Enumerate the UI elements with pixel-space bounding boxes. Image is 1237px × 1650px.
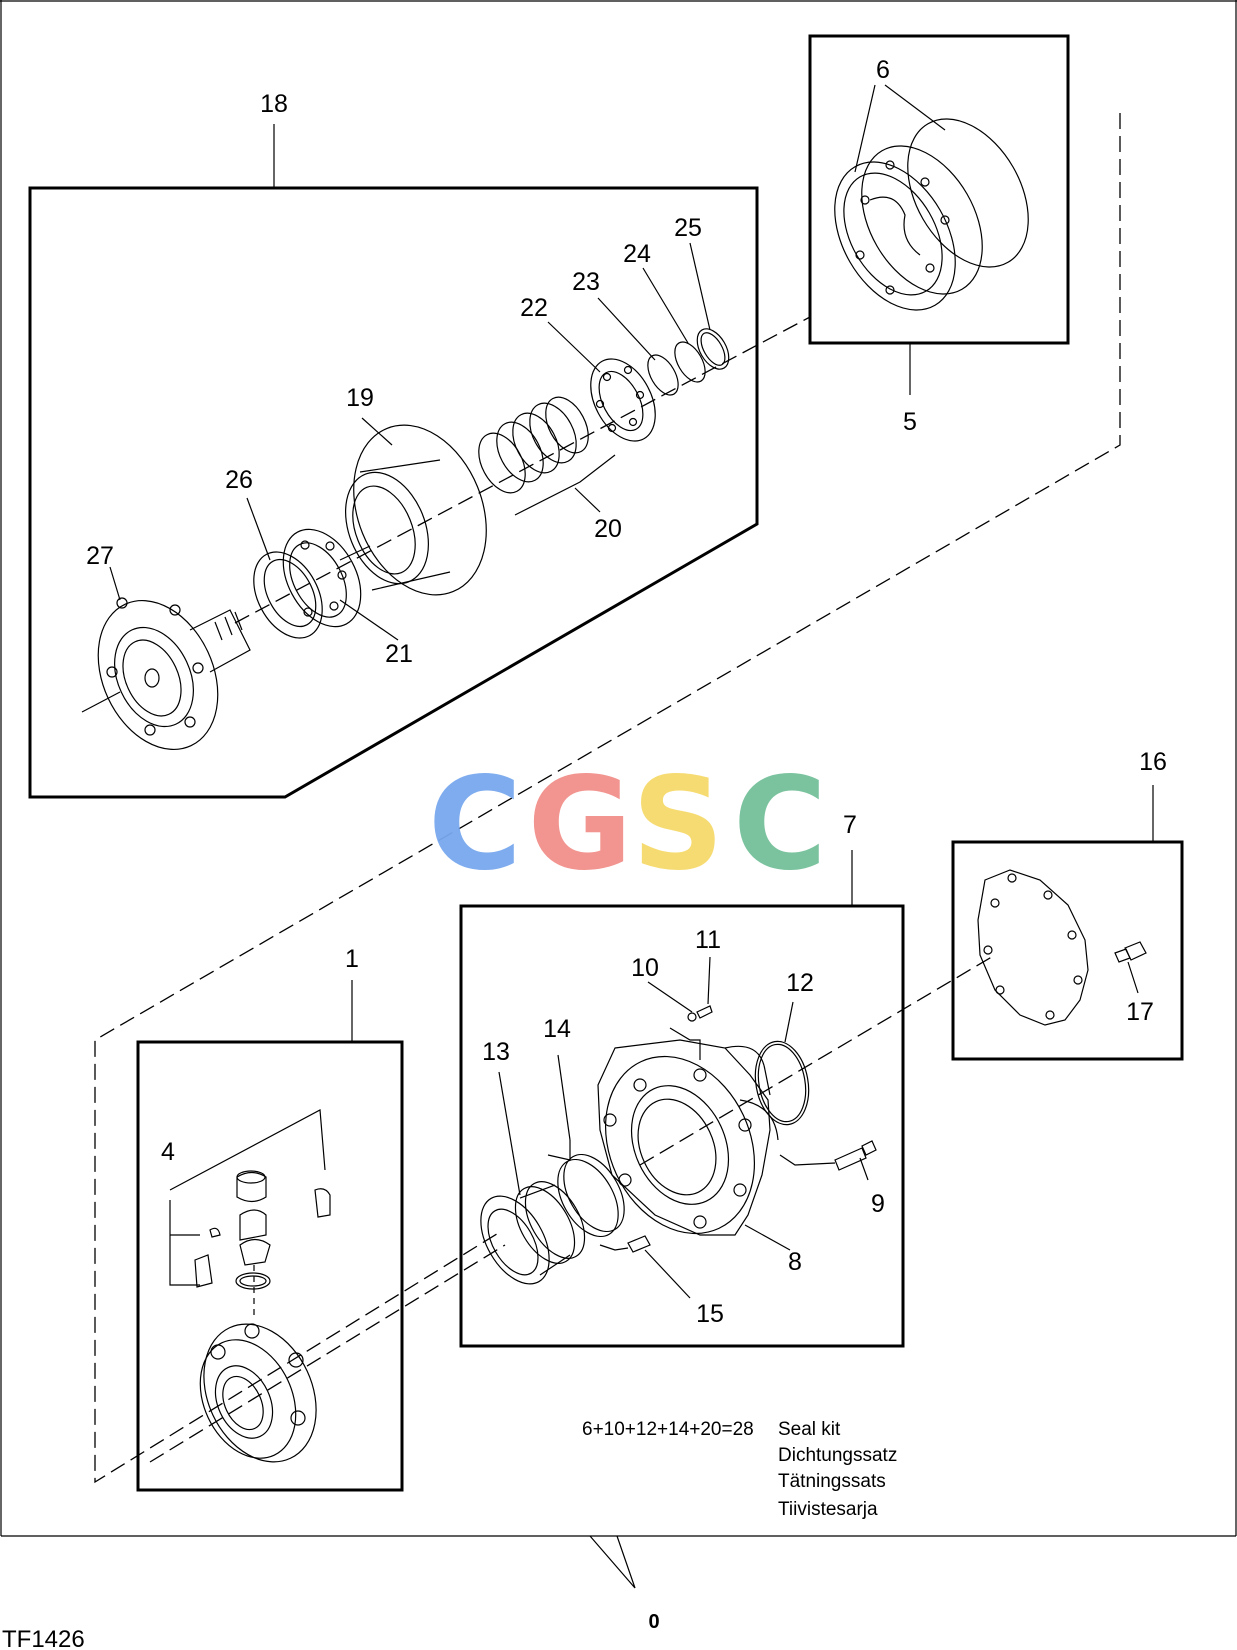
part-22-bearing bbox=[590, 358, 656, 442]
leaders-group-7 bbox=[498, 956, 869, 1299]
part-14-seal bbox=[547, 1140, 625, 1238]
callout-21: 21 bbox=[385, 640, 413, 668]
part-27-flange-shaft bbox=[81, 597, 251, 751]
callout-25: 25 bbox=[674, 214, 702, 242]
callout-10: 10 bbox=[631, 954, 659, 982]
part-23-24-25-rings bbox=[647, 328, 730, 396]
callout-labels: 1 4 5 6 7 8 9 10 11 12 13 14 15 16 17 18… bbox=[86, 56, 1167, 1328]
callout-18: 18 bbox=[260, 90, 288, 118]
callout-22: 22 bbox=[520, 294, 548, 322]
callout-17: 17 bbox=[1126, 998, 1154, 1026]
callout-16: 16 bbox=[1139, 748, 1167, 776]
seal-kit-formula: 6+10+12+14+20=28 bbox=[582, 1419, 754, 1440]
seal-kit-name-de: Dichtungssatz bbox=[778, 1445, 897, 1466]
callout-14: 14 bbox=[543, 1015, 571, 1043]
part-9-bolt bbox=[779, 1140, 877, 1171]
part-17-plug bbox=[1114, 941, 1147, 994]
callout-5: 5 bbox=[903, 408, 917, 436]
part-4-pins bbox=[194, 1170, 331, 1290]
housing-axis bbox=[639, 954, 996, 1166]
watermark-logo: C G S C bbox=[428, 750, 827, 899]
leaders-group-18 bbox=[109, 242, 711, 641]
coupling-axis bbox=[149, 1244, 506, 1463]
drawing-frame bbox=[0, 0, 1237, 1589]
part-10-11-screw bbox=[669, 1005, 713, 1060]
part-20-seal-rings bbox=[478, 396, 616, 516]
watermark-letter-1: C bbox=[428, 750, 522, 899]
part-6-face-seal bbox=[834, 84, 1029, 311]
callout-27: 27 bbox=[86, 542, 114, 570]
watermark-letter-4: C bbox=[733, 750, 827, 899]
figure-code: TF1426 bbox=[2, 1626, 85, 1650]
group-5-frame bbox=[808, 34, 1070, 395]
seal-kit-name-en: Seal kit bbox=[778, 1419, 841, 1440]
group-18-frame bbox=[28, 124, 759, 799]
part-15-plug bbox=[599, 1235, 651, 1253]
assembly-axis bbox=[94, 113, 1121, 1484]
callout-20: 20 bbox=[594, 515, 622, 543]
callout-13: 13 bbox=[482, 1038, 510, 1066]
group-1-frame bbox=[136, 980, 404, 1492]
part-8-housing bbox=[597, 1039, 779, 1236]
part-16-cover bbox=[977, 869, 1089, 1026]
callout-26: 26 bbox=[225, 466, 253, 494]
hub-axis bbox=[234, 316, 811, 624]
callout-9: 9 bbox=[871, 1190, 885, 1218]
callout-12: 12 bbox=[786, 969, 814, 997]
callout-19: 19 bbox=[346, 384, 374, 412]
callout-6: 6 bbox=[876, 56, 890, 84]
seal-kit-name-fi: Tiivistesarja bbox=[778, 1499, 878, 1520]
callout-4: 4 bbox=[161, 1138, 175, 1166]
part-13-piston bbox=[480, 1181, 586, 1285]
callout-24: 24 bbox=[623, 240, 651, 268]
part-1-coupling bbox=[199, 1265, 317, 1463]
callout-23: 23 bbox=[572, 268, 600, 296]
watermark-letter-3: S bbox=[632, 750, 724, 899]
part-4-bracket bbox=[169, 1109, 326, 1286]
part-12-o-ring bbox=[754, 1040, 810, 1126]
callout-15: 15 bbox=[696, 1300, 724, 1328]
callout-8: 8 bbox=[788, 1248, 802, 1276]
callout-1: 1 bbox=[345, 945, 359, 973]
group-16-frame bbox=[951, 785, 1184, 1061]
seal-kit-name-sv: Tätningssats bbox=[778, 1471, 886, 1492]
part-21-bearing bbox=[282, 528, 362, 628]
callout-11: 11 bbox=[695, 926, 721, 954]
watermark-letter-2: G bbox=[527, 750, 632, 899]
group-7-frame bbox=[459, 850, 905, 1348]
callout-7: 7 bbox=[843, 811, 857, 839]
seal-kit-note: 6+10+12+14+20=28 Seal kit Dichtungssatz … bbox=[582, 1419, 897, 1520]
page-marker: 0 bbox=[648, 1611, 659, 1633]
part-19-hub bbox=[339, 424, 487, 596]
